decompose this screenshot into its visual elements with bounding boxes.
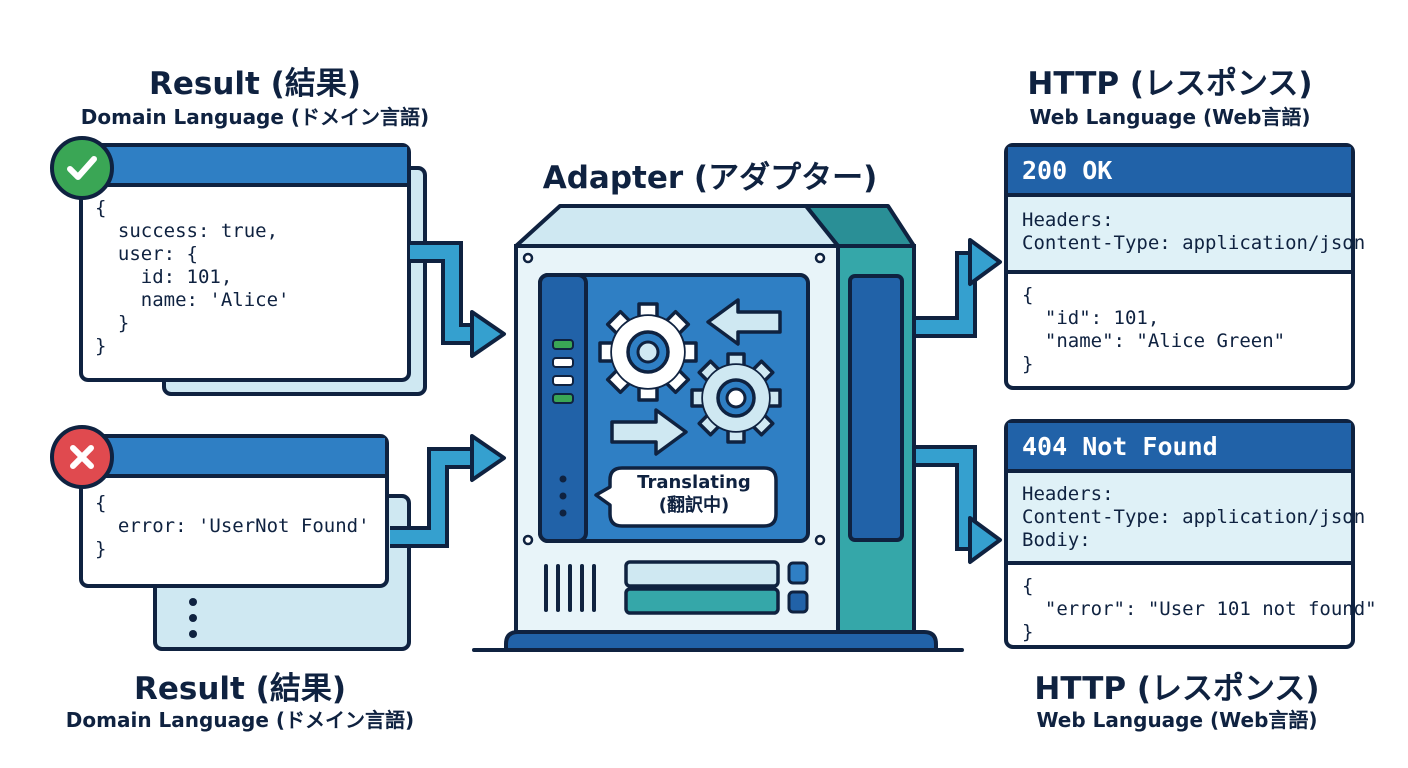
arrow-left-icon xyxy=(706,298,782,346)
left-top-card-titlebar xyxy=(83,147,407,187)
success-badge xyxy=(50,136,114,200)
status-line: 200 OK xyxy=(1008,147,1351,197)
gear-icon xyxy=(690,352,782,444)
arrow-into-adapter-top xyxy=(410,241,506,358)
left-top-card: { success: true, user: { id: 101, name: … xyxy=(79,143,411,382)
right-bottom-title: HTTP (レスポンス) xyxy=(1034,671,1320,707)
response-404-card: 404 Not Found Headers: Content-Type: app… xyxy=(1004,419,1377,649)
right-top-subtitle: Web Language (Web言語) xyxy=(1029,105,1311,129)
ellipsis-vertical-icon xyxy=(189,598,197,638)
right-bottom-subtitle: Web Language (Web言語) xyxy=(1036,708,1318,732)
gear-icon xyxy=(598,302,698,402)
status-line: 404 Not Found xyxy=(1008,423,1351,473)
cross-icon xyxy=(70,445,94,469)
arrow-into-adapter-bottom xyxy=(390,434,506,548)
left-bottom-title: Result (結果) xyxy=(134,671,346,707)
arrow-right-icon xyxy=(610,408,688,456)
adapter-title: Adapter (アダプター) xyxy=(542,160,878,196)
left-bottom-card-titlebar xyxy=(83,438,385,478)
left-bottom-subtitle: Domain Language (ドメイン言語) xyxy=(65,708,415,732)
right-top-title: HTTP (レスポンス) xyxy=(1027,66,1313,102)
error-badge xyxy=(50,425,114,489)
check-icon xyxy=(67,156,97,180)
response-headers: Headers: Content-Type: application/json … xyxy=(1008,473,1365,565)
left-top-title: Result (結果) xyxy=(149,66,361,102)
left-bottom-card: { error: 'UserNot Found' } xyxy=(79,434,389,588)
response-body: { "id": 101, "name": "Alice Green" } xyxy=(1022,284,1286,375)
arrow-out-of-adapter-bottom xyxy=(872,445,1002,564)
response-headers: Headers: Content-Type: application/json xyxy=(1008,197,1365,274)
response-200-card: 200 OK Headers: Content-Type: applicatio… xyxy=(1004,143,1365,390)
translating-bubble-text: Translating (翻訳中) xyxy=(637,472,751,516)
left-bottom-code: { error: 'UserNot Found' } xyxy=(95,492,370,560)
arrow-out-of-adapter-top xyxy=(872,238,1002,338)
left-top-subtitle: Domain Language (ドメイン言語) xyxy=(80,105,430,129)
response-body: { "error": "User 101 not found" } xyxy=(1022,575,1377,643)
left-top-code: { success: true, user: { id: 101, name: … xyxy=(95,197,290,357)
